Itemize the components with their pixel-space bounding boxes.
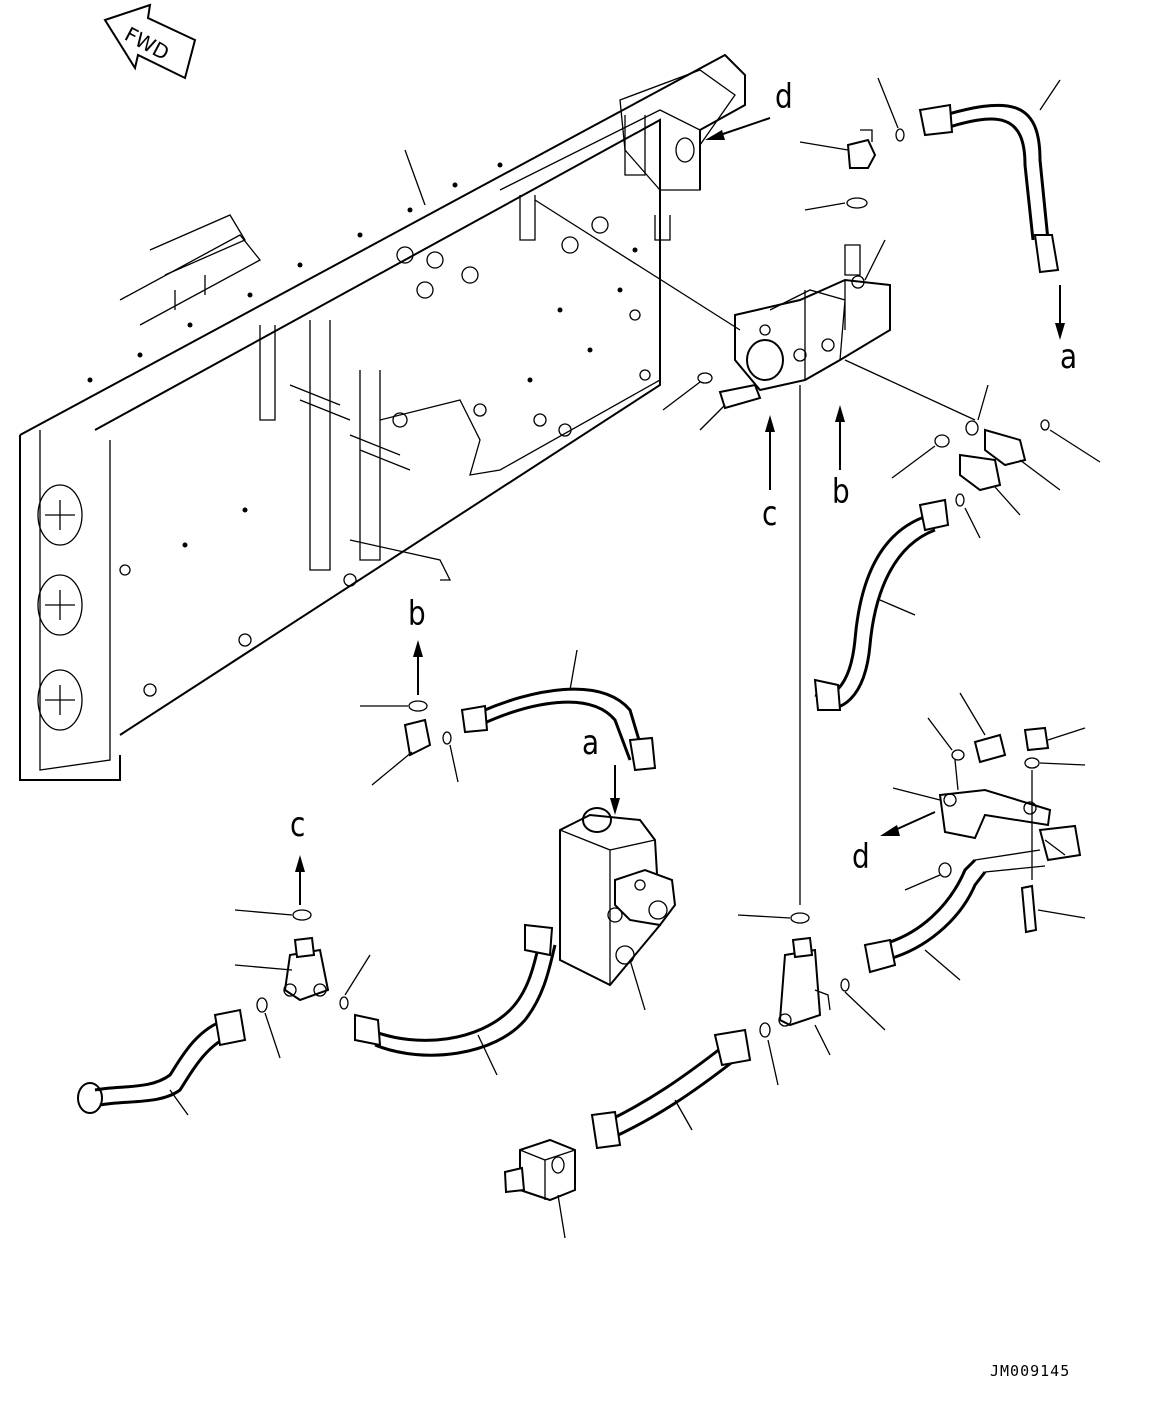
hose-top-right <box>918 79 1061 274</box>
o-ring <box>938 862 952 878</box>
ref-label-d-upper: d <box>775 77 793 117</box>
o-ring <box>955 493 965 507</box>
ref-label-a-lower: a <box>582 723 600 763</box>
arrow-d-lower <box>880 811 936 836</box>
ref-label-a-upper: a <box>1060 337 1078 377</box>
arrow-d-upper <box>705 117 771 140</box>
washer <box>1024 757 1040 769</box>
hose-lower-right <box>863 849 1046 981</box>
ref-label-b-lower: b <box>408 594 426 634</box>
o-ring <box>965 420 979 436</box>
hose-bottom-center <box>590 1028 752 1150</box>
arrow-b-upper <box>835 405 845 470</box>
o-ring <box>790 912 810 924</box>
drawing-code: JM009145 <box>990 1362 1071 1380</box>
arrow-c-upper <box>765 415 775 490</box>
o-ring <box>408 700 428 712</box>
tee-fitting <box>984 428 1027 467</box>
o-ring <box>895 128 905 142</box>
o-ring <box>442 731 452 745</box>
bolt <box>973 733 1007 764</box>
ref-label-c-upper: c <box>762 494 778 534</box>
nut <box>1023 726 1050 752</box>
bracket-right <box>938 788 1052 840</box>
hose-upper-center <box>460 649 657 772</box>
o-ring <box>934 434 950 448</box>
o-ring <box>292 909 312 921</box>
o-ring <box>256 997 268 1013</box>
hose-mid-right <box>813 498 950 711</box>
o-ring <box>1040 419 1050 431</box>
washer <box>697 372 713 384</box>
control-valve-lower <box>559 807 677 1011</box>
ref-label-b-upper: b <box>832 472 850 512</box>
hose-lower-center <box>354 923 557 1076</box>
fwd-arrow <box>103 3 197 80</box>
washer <box>951 749 965 761</box>
pin <box>1020 884 1038 934</box>
elbow-fitting-top <box>846 129 877 169</box>
check-valve-lower-right <box>778 936 831 1027</box>
ref-label-c-lower: c <box>290 805 306 845</box>
straight-fitting <box>403 718 432 757</box>
o-ring <box>846 197 868 209</box>
o-ring <box>759 1022 771 1038</box>
arrow-c-lower <box>295 855 305 905</box>
arrow-b-lower <box>413 640 423 695</box>
adapter-block <box>503 1138 576 1239</box>
clamp <box>1038 824 1082 862</box>
tee-fitting-lower-left <box>283 936 330 1002</box>
solenoid-valve-upper <box>734 244 891 392</box>
bolt <box>718 383 762 410</box>
ref-label-d-lower: d <box>852 837 870 877</box>
hose-lower-left <box>77 1008 247 1116</box>
tee-fitting <box>959 453 1002 492</box>
arrow-a-upper <box>1055 285 1065 340</box>
o-ring <box>339 996 349 1010</box>
main-frame <box>19 53 746 781</box>
o-ring <box>840 978 850 992</box>
arrow-a-lower <box>610 765 620 815</box>
